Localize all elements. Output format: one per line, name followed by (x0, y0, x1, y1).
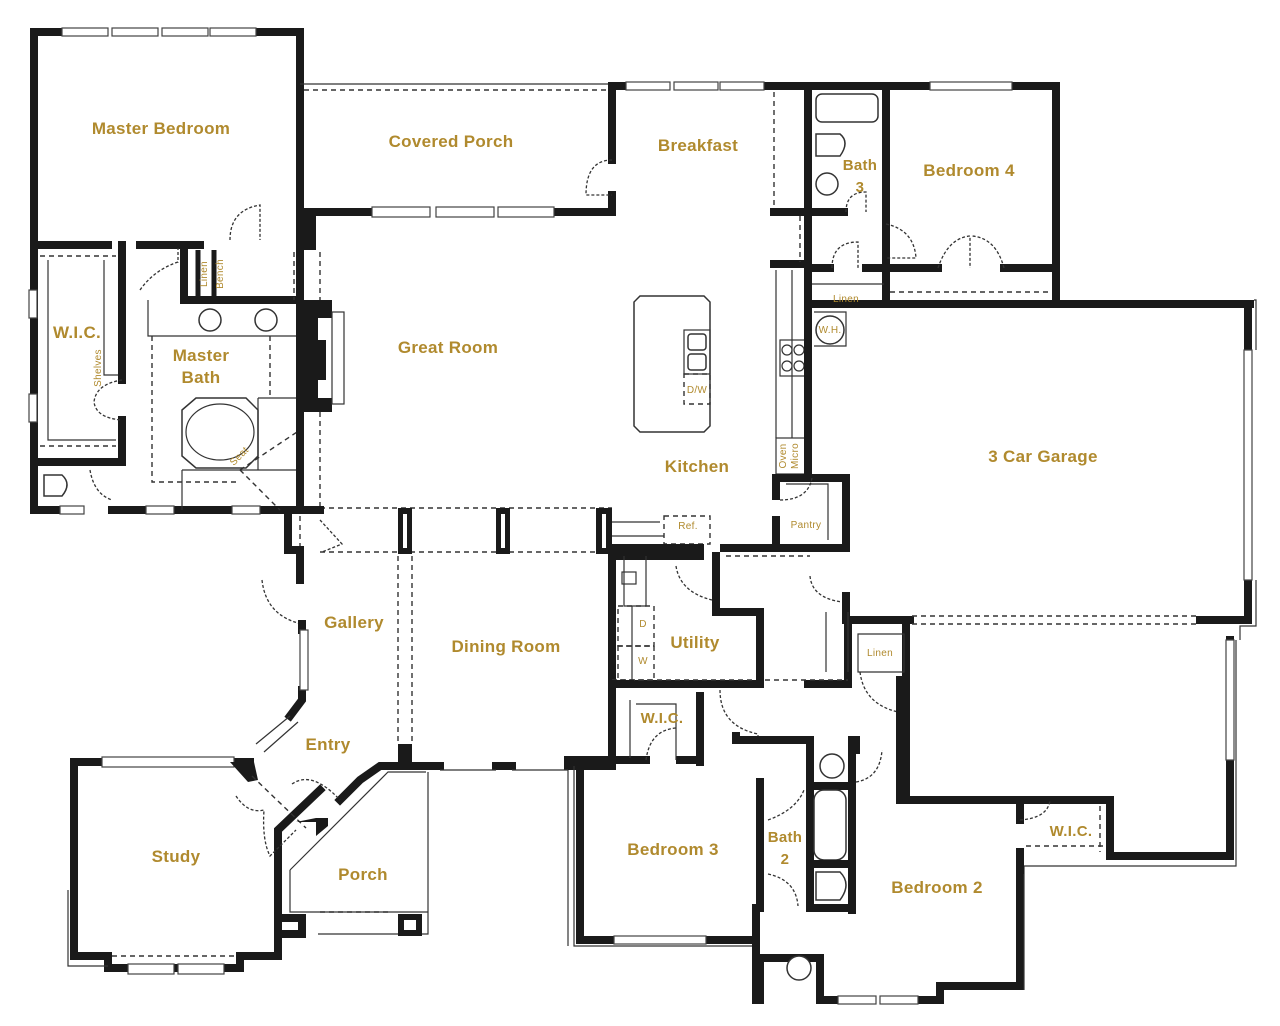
room-label-bedroom-4: Bedroom 4 (923, 161, 1015, 180)
fixture-label-shelves: Shelves (93, 349, 104, 387)
room-label-bedroom-3: Bedroom 3 (627, 840, 719, 859)
hall-south (564, 544, 905, 764)
fixture-label-linen-hall-south: Linen (867, 648, 893, 659)
fixture-label-linen-hall-north: Linen (833, 294, 859, 305)
room-label-great-room: Great Room (397, 338, 499, 357)
bath-2-line-1: Bath (767, 829, 803, 846)
fixture-label-bench: Bench (215, 259, 226, 289)
fixture-label-water-heater: W.H. (818, 325, 842, 336)
room-label-breakfast: Breakfast (657, 136, 739, 155)
room-label-utility: Utility (670, 633, 720, 652)
room-label-gallery: Gallery (324, 613, 384, 632)
fixture-label-refrigerator: Ref. (678, 521, 698, 532)
room-label-bath-3: Bath 3 (843, 155, 878, 199)
room-label-porch: Porch (338, 865, 388, 884)
bath-3-line-1: Bath (842, 157, 878, 174)
fixture-label-dryer: D (639, 619, 647, 630)
room-label-entry: Entry (305, 735, 351, 754)
bath-2-walls (732, 732, 1114, 1005)
room-label-wic-master: W.I.C. (52, 323, 102, 342)
master-bath-line-2: Bath (181, 368, 221, 387)
entry-study-porch-walls (67, 756, 429, 975)
bath-2-line-2: 2 (780, 851, 790, 868)
room-label-study: Study (151, 847, 201, 866)
room-label-covered-porch: Covered Porch (388, 132, 514, 151)
master-bath-line-1: Master (172, 346, 230, 365)
utility-walls (608, 552, 764, 688)
breakfast-walls (608, 81, 812, 268)
room-label-wic-bedroom-3: W.I.C. (640, 710, 684, 727)
room-label-wic-bedroom-2: W.I.C. (1049, 823, 1093, 840)
dining-gallery-walls (255, 506, 616, 946)
room-label-master-bath: Master Bath (173, 345, 230, 389)
room-label-bedroom-2: Bedroom 2 (891, 878, 983, 897)
bath-3-line-2: 3 (855, 179, 865, 196)
room-label-dining-room: Dining Room (451, 637, 561, 656)
oven-label: Oven (778, 443, 789, 469)
fixture-label-washer: W (638, 656, 648, 667)
fixture-label-oven-micro: Oven Micro (778, 443, 802, 469)
bedroom-4-walls (804, 81, 1254, 308)
covered-porch-walls (296, 82, 616, 250)
room-label-kitchen: Kitchen (664, 457, 730, 476)
room-label-master-bedroom: Master Bedroom (91, 119, 231, 138)
fixture-label-linen-master: Linen (199, 261, 210, 287)
garage-walls (809, 299, 1257, 870)
master-bedroom-walls (30, 27, 304, 514)
fixture-label-pantry: Pantry (790, 520, 822, 531)
master-wic-walls (28, 241, 304, 515)
room-label-garage: 3 Car Garage (988, 447, 1098, 466)
room-label-bath-2: Bath 2 (768, 827, 803, 871)
fireplace (293, 252, 345, 506)
micro-label: Micro (790, 443, 801, 469)
kitchen-features (608, 270, 850, 557)
fixture-label-dishwasher: D/W (686, 385, 708, 396)
